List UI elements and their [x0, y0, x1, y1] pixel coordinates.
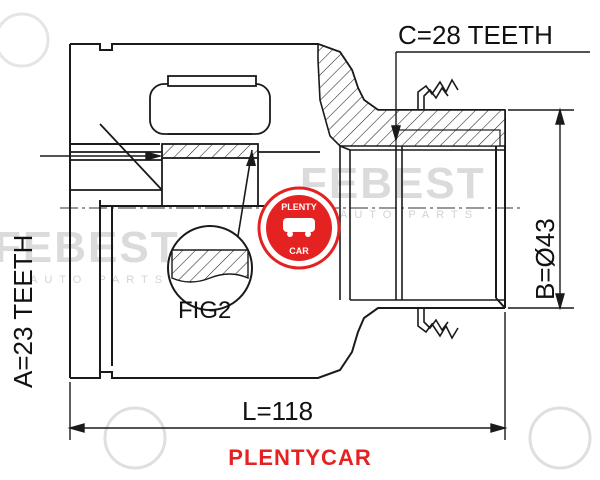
c-teeth-leader — [391, 51, 590, 143]
boot-clamp-bottom — [417, 308, 459, 340]
a-teeth-label: A=23 TEETH — [8, 235, 38, 388]
stamp-top-text: PLENTY — [281, 202, 317, 212]
boot-clamp-top — [417, 78, 459, 110]
c-teeth-label: C=28 TEETH — [398, 20, 553, 50]
watermark-sub-left: AUTO PARTS — [30, 274, 169, 286]
watermark-brand-left: FEBEST — [0, 223, 180, 272]
car-icon — [283, 218, 315, 232]
car-wheel-icon — [287, 231, 293, 237]
watermark-brand-right: FEBEST — [300, 159, 486, 208]
length-dimension — [67, 312, 508, 440]
stamp-bottom-text: CAR — [289, 246, 309, 256]
b-diameter-dimension — [508, 107, 574, 311]
b-diameter-label: B=Ø43 — [530, 218, 560, 300]
housing-section-hatch — [317, 42, 506, 147]
fig2-detail: FIG2 — [167, 149, 256, 324]
watermark-seal-icon — [0, 12, 50, 68]
tripod-roller — [70, 75, 320, 206]
length-label: L=118 — [242, 396, 313, 426]
plentycar-stamp: PLENTY CAR — [257, 186, 341, 270]
fig2-label: FIG2 — [178, 297, 231, 324]
spline-teeth-section — [395, 129, 501, 147]
watermark-layer: FEBEST AUTO PARTS FEBEST AUTO PARTS — [0, 12, 592, 470]
watermark-seal-icon — [103, 406, 167, 470]
watermark-sub-right: AUTO PARTS — [340, 209, 479, 221]
car-wheel-icon — [305, 231, 311, 237]
watermark-seal-icon — [528, 406, 592, 470]
a-teeth-leader — [40, 151, 163, 161]
brand-caption: PLENTYCAR — [228, 445, 372, 470]
